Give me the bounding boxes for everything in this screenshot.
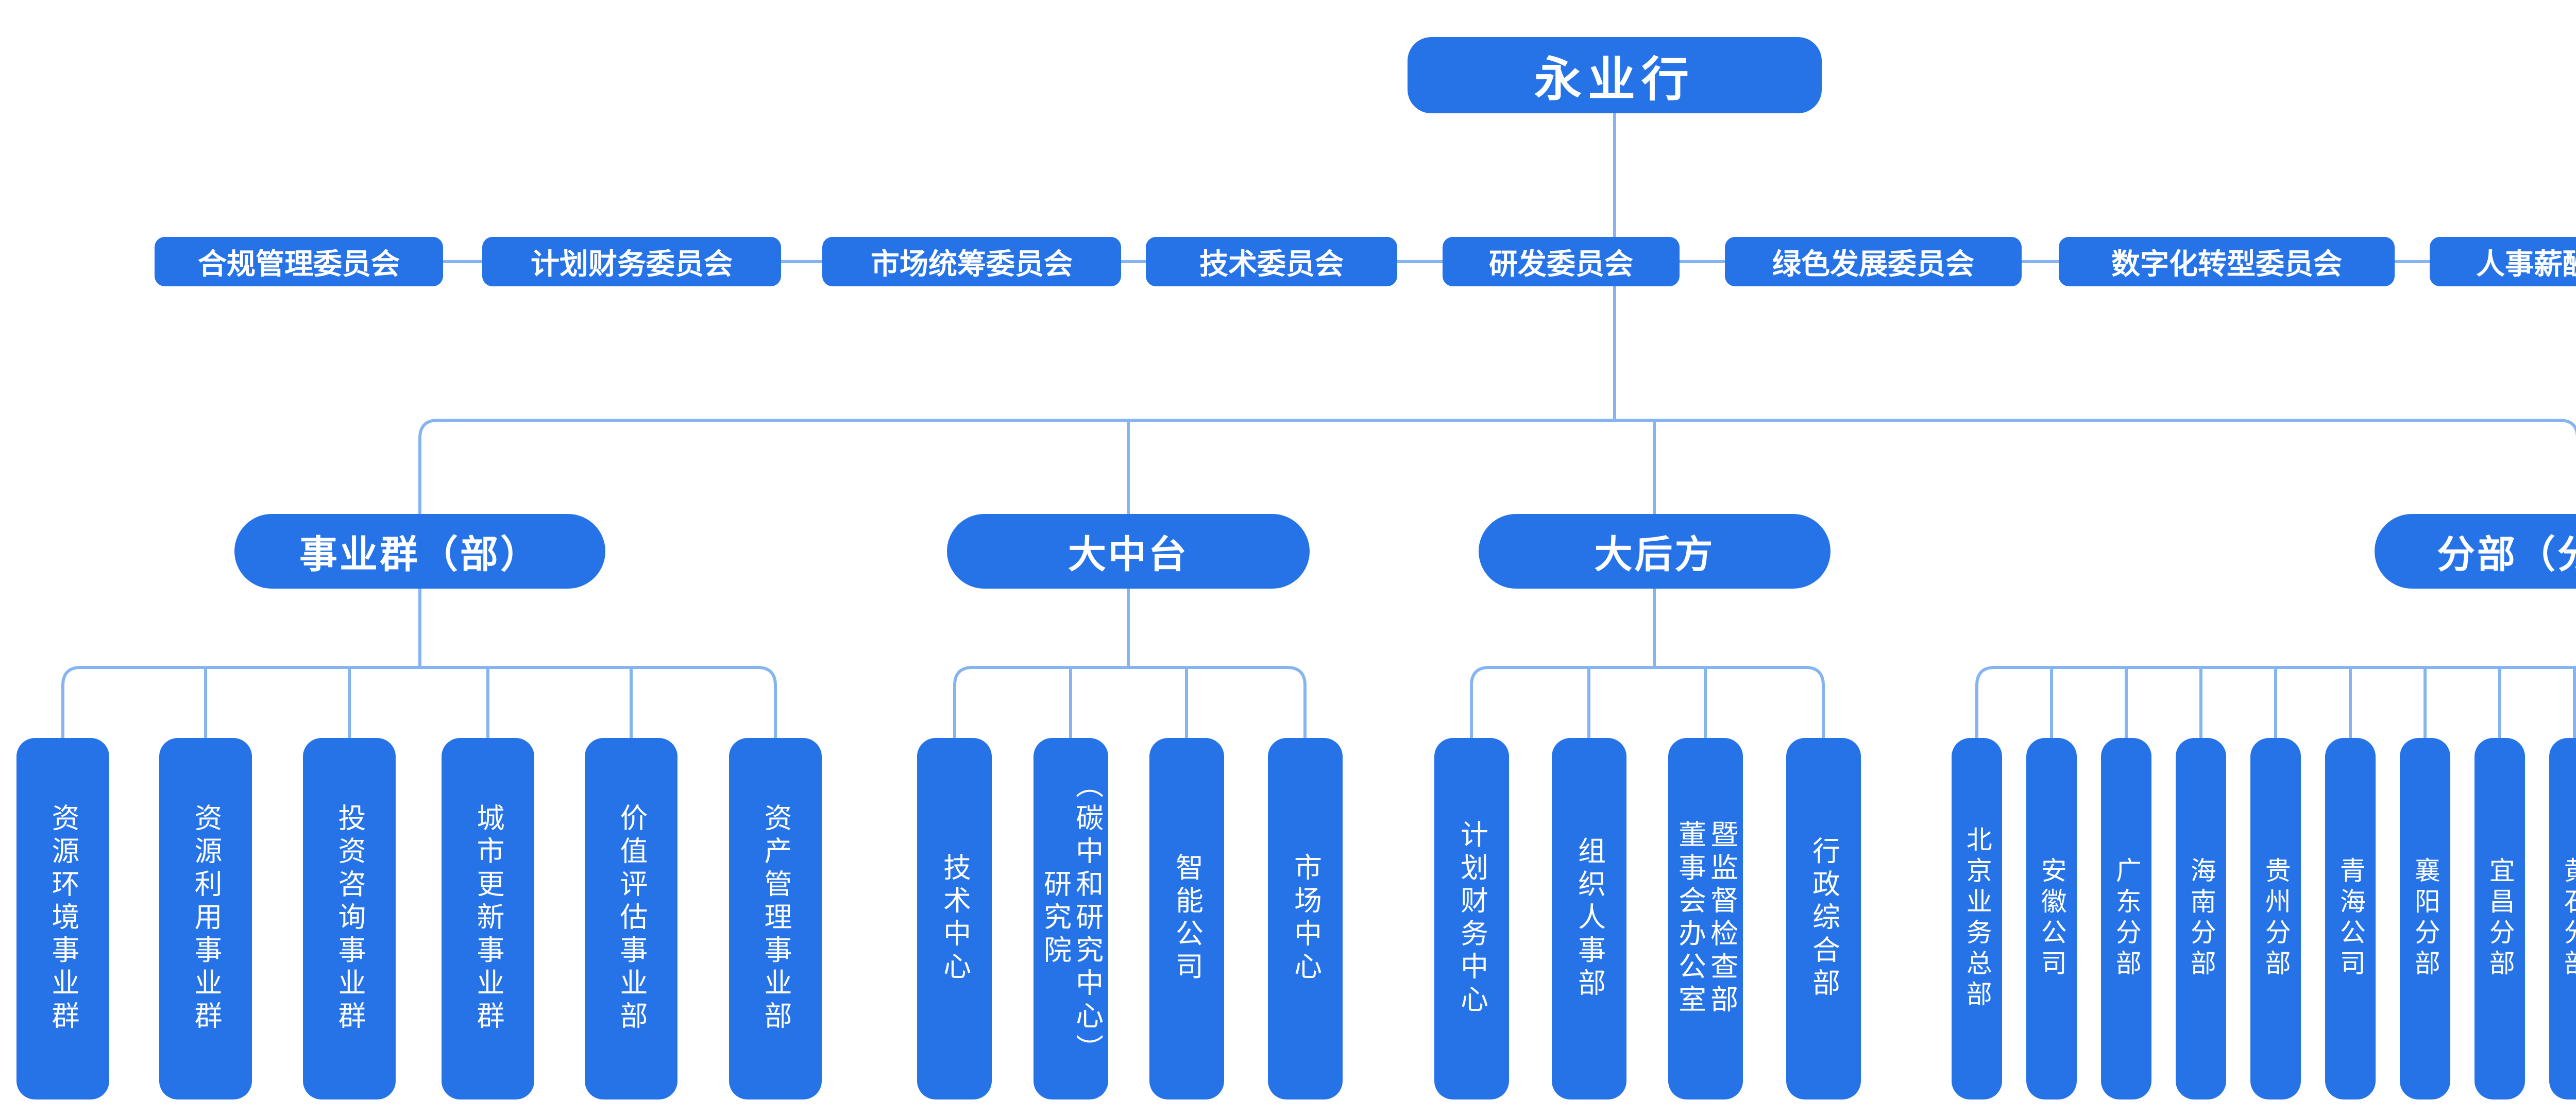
committee-compliance: 合规管理委员会	[155, 237, 443, 286]
branch-beijing: 北京业务总部	[1952, 738, 2002, 1099]
committee-digital-transformation: 数字化转型委员会	[2059, 237, 2395, 286]
branch-yichang: 宜昌分部	[2475, 738, 2525, 1099]
division-business-groups: 事业群（部）	[234, 514, 605, 589]
bg-resource-environment: 资源环境事业群	[16, 738, 109, 1099]
root-node-company: 永业行	[1408, 37, 1822, 113]
bg-investment-consulting: 投资咨询事业群	[303, 738, 396, 1099]
branch-anhui: 安徽公司	[2026, 738, 2077, 1099]
research-institute: 研究院 （碳中和研究中心）	[1033, 738, 1108, 1099]
division-branches: 分部（分公司）	[2375, 514, 2576, 589]
committee-market-coordination: 市场统筹委员会	[822, 237, 1121, 286]
committee-green-development: 绿色发展委员会	[1725, 237, 2022, 286]
division-middle-platform: 大中台	[947, 514, 1310, 589]
branch-xiangyang: 襄阳分部	[2400, 738, 2450, 1099]
org-hr-dept: 组织人事部	[1552, 738, 1626, 1099]
market-center: 市场中心	[1268, 738, 1343, 1099]
branch-guizhou: 贵州分部	[2250, 738, 2301, 1099]
tech-center: 技术中心	[917, 738, 992, 1099]
committee-technology: 技术委员会	[1146, 237, 1397, 286]
bu-value-appraisal: 价值评估事业部	[585, 738, 677, 1099]
intelligence-company: 智能公司	[1149, 738, 1224, 1099]
committee-hr-compensation: 人事薪酬委员会	[2430, 237, 2576, 286]
branch-guangdong: 广东分部	[2101, 738, 2151, 1099]
branch-hainan: 海南分部	[2176, 738, 2226, 1099]
bg-urban-renewal: 城市更新事业群	[442, 738, 534, 1099]
planning-finance-center: 计划财务中心	[1434, 738, 1509, 1099]
bu-asset-management: 资产管理事业部	[729, 738, 822, 1099]
committee-planning-finance: 计划财务委员会	[482, 237, 781, 286]
board-office-supervision: 董事会办公室 暨监督检查部	[1668, 738, 1743, 1099]
connector-line	[953, 666, 1307, 738]
bg-resource-utilization: 资源利用事业群	[159, 738, 252, 1099]
connector-division-bus	[418, 419, 2576, 514]
division-back-office: 大后方	[1479, 514, 1831, 589]
branch-qinghai: 青海公司	[2325, 738, 2376, 1099]
committee-rnd: 研发委员会	[1443, 237, 1680, 286]
connector-line	[61, 666, 777, 738]
connector-line	[1470, 666, 1825, 738]
admin-general-dept: 行政综合部	[1786, 738, 1861, 1099]
branch-huangshi: 黄石分部	[2549, 738, 2576, 1099]
